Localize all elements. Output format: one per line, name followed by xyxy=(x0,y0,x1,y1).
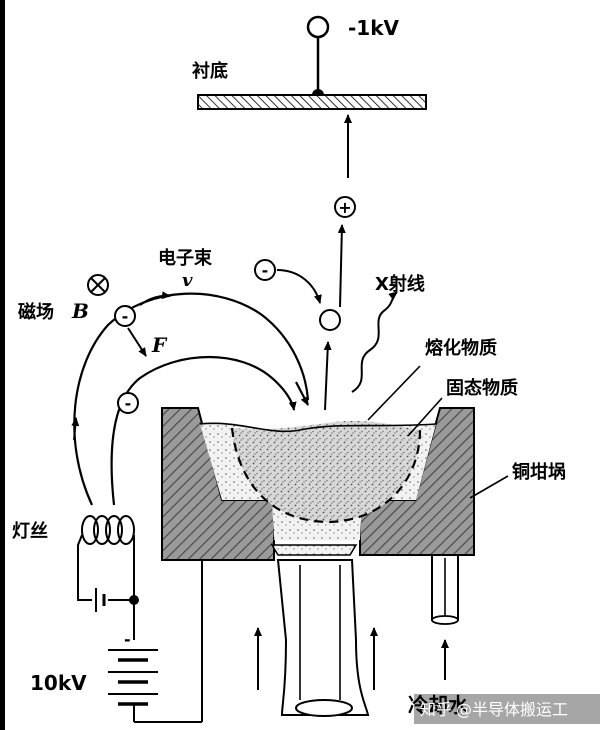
beam-top-arrow xyxy=(139,291,171,306)
vapor-arrow-mid xyxy=(337,224,346,308)
velocity-symbol: v xyxy=(182,270,193,291)
beam-left-up-arrow xyxy=(71,417,80,441)
melt-boundary xyxy=(230,427,422,524)
top-terminal: -1kV xyxy=(306,15,400,101)
lorentz-force-arrow xyxy=(127,327,147,357)
beam-electron-upper-sign: - xyxy=(122,307,129,326)
beam-electron-lower-sign: - xyxy=(125,394,132,413)
watermark-author: @半导体搬运工 xyxy=(456,700,568,719)
solid-label: 固态物质 xyxy=(446,377,518,399)
electron-beam-label: 电子束 xyxy=(158,247,213,269)
cooling-water-label: 冷却水 xyxy=(408,693,469,717)
positive-ion-circle xyxy=(334,196,356,218)
watermark-site: 知乎 xyxy=(420,700,452,719)
magnetic-field-b-symbol: B xyxy=(71,299,89,323)
beam-electron-upper xyxy=(114,305,136,327)
substrate-label: 衬底 xyxy=(192,60,228,82)
top-voltage-label: -1kV xyxy=(348,16,400,40)
molten-material xyxy=(232,420,420,522)
filament-junction-dot xyxy=(129,595,139,605)
vapor-arrow-low xyxy=(323,341,332,411)
force-symbol: F xyxy=(151,333,168,357)
molten-label: 熔化物质 xyxy=(425,337,497,359)
molten-leader xyxy=(367,365,421,421)
cooling-pipe-end xyxy=(431,615,459,625)
watermark-bg xyxy=(414,694,600,724)
beam-electron-lower xyxy=(117,392,139,414)
high-voltage-battery xyxy=(108,552,203,723)
material-surface xyxy=(199,422,437,433)
left-border-bar xyxy=(0,0,5,730)
crucible-leader xyxy=(469,475,509,499)
secondary-electron-path xyxy=(276,269,322,304)
filament-label: 灯丝 xyxy=(12,520,48,542)
electron-beam-outer-arrowhead xyxy=(295,381,309,406)
electron-beam-inner-path xyxy=(110,356,297,506)
pedestal-cap xyxy=(270,544,358,556)
xray-label: X射线 xyxy=(375,273,425,295)
solid-leader xyxy=(407,397,443,437)
positive-ion-sign: + xyxy=(338,198,351,217)
neutral-atom-circle xyxy=(319,309,341,331)
pedestal-end xyxy=(295,699,353,717)
crucible-label: 铜坩埚 xyxy=(512,461,566,483)
magnetic-field-label: 磁场 xyxy=(18,301,54,323)
filament-circuit xyxy=(77,534,135,640)
xray-wave xyxy=(351,291,398,393)
cooling-pedestal xyxy=(276,559,370,716)
supply-minus-sign: - xyxy=(124,630,131,649)
terminal-circle xyxy=(306,15,330,39)
substrate-plate xyxy=(197,94,427,110)
high-voltage-label: 10kV xyxy=(30,671,87,695)
filament-coil xyxy=(81,515,135,545)
secondary-electron-circle xyxy=(254,259,276,281)
secondary-electron-sign: - xyxy=(262,261,269,280)
magnetic-field-cross-b xyxy=(90,277,106,293)
